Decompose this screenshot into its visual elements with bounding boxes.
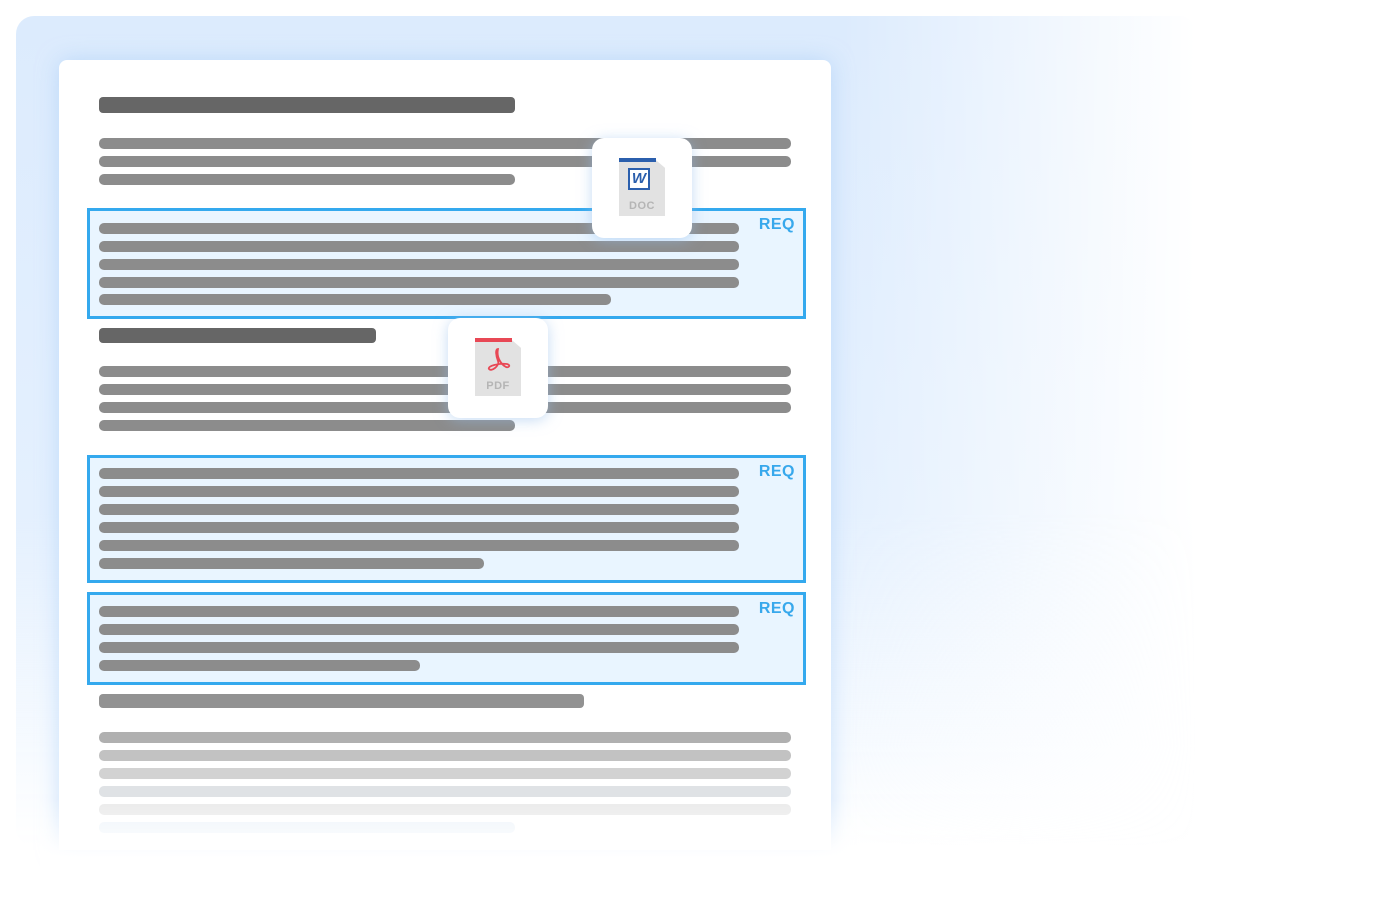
subheading-placeholder [99, 694, 584, 708]
pdf-file-badge[interactable]: PDF [448, 318, 548, 418]
text-line [99, 732, 791, 743]
text-line [99, 768, 791, 779]
req-badge: REQ [758, 463, 795, 480]
text-line [99, 259, 739, 270]
text-line [99, 486, 739, 497]
acrobat-logo-icon [487, 348, 511, 371]
text-line [99, 294, 611, 305]
subheading-placeholder [99, 328, 376, 343]
pdf-strip [475, 338, 512, 342]
text-line [99, 241, 739, 252]
text-line [99, 366, 791, 377]
text-line [99, 420, 515, 431]
text-line [99, 277, 739, 288]
text-line [99, 540, 739, 551]
pdf-ext-label: PDF [486, 380, 510, 392]
text-line [99, 156, 791, 167]
text-line [99, 402, 791, 413]
text-line [99, 174, 515, 185]
text-line [99, 384, 791, 395]
req-badge: REQ [758, 600, 795, 617]
doc-file-badge[interactable]: W DOC [592, 138, 692, 238]
text-line [99, 504, 739, 515]
document-page: REQ REQ REQ [59, 60, 831, 850]
doc-strip [619, 158, 656, 162]
text-line [99, 468, 739, 479]
req-badge: REQ [758, 216, 795, 233]
text-line [99, 223, 739, 234]
word-logo-icon: W [628, 168, 650, 190]
text-line [99, 138, 791, 149]
text-line [99, 624, 739, 635]
text-line [99, 606, 739, 617]
doc-ext-label: DOC [629, 200, 655, 212]
bottom-fade [40, 800, 860, 906]
text-line [99, 642, 739, 653]
title-placeholder [99, 97, 515, 113]
text-line [99, 660, 420, 671]
text-line [99, 558, 484, 569]
text-line [99, 750, 791, 761]
text-line [99, 786, 791, 797]
text-line [99, 522, 739, 533]
